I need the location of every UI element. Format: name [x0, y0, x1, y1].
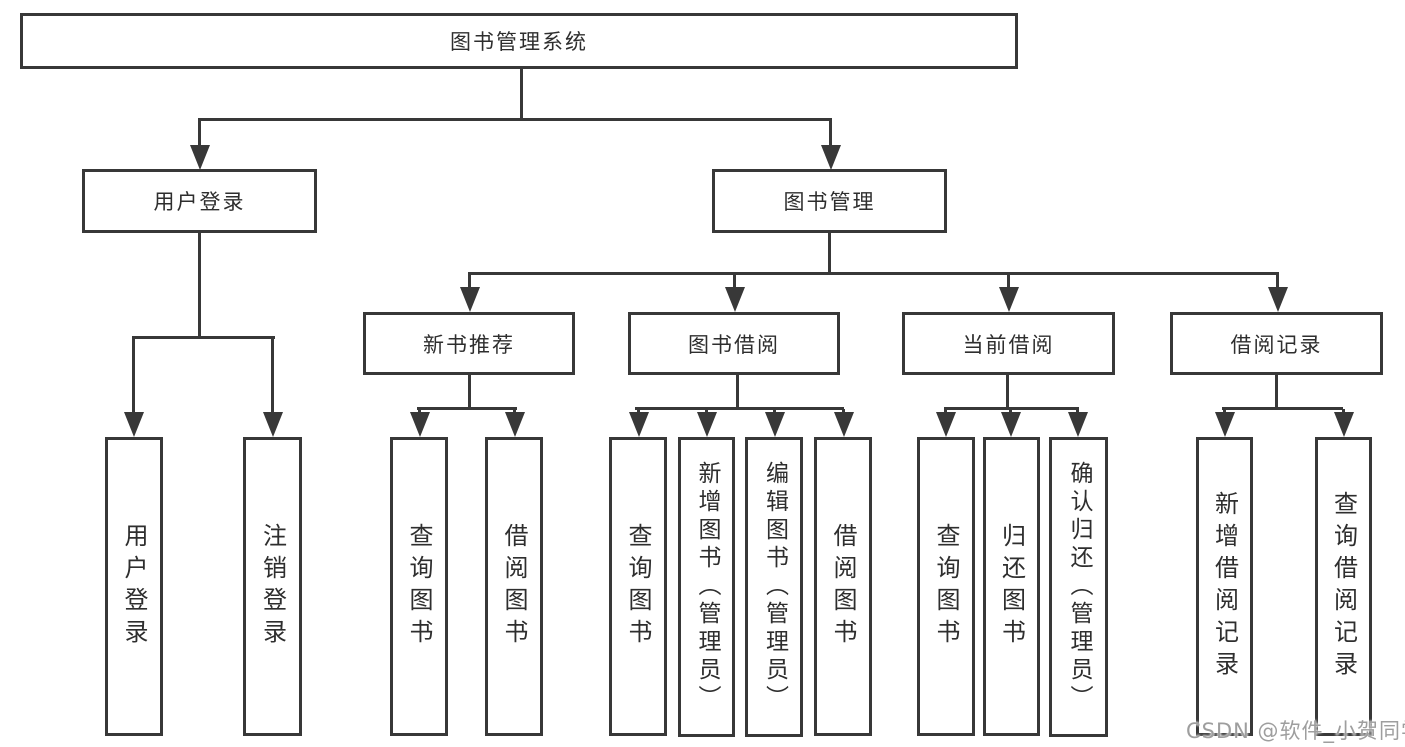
node-borrow-records: 借阅记录	[1170, 312, 1383, 375]
connector-currentborrow-hline	[944, 407, 1079, 410]
node-new-books: 新书推荐	[363, 312, 575, 375]
node-root-library-system: 图书管理系统	[20, 13, 1018, 69]
connector-records-stem	[1275, 375, 1278, 409]
connector-arrow-jy-borrow	[833, 409, 854, 437]
connector-root-stem	[520, 68, 523, 121]
leaf-xs-borrow-books: 借阅图书	[485, 437, 543, 736]
connector-arrow-jy-add	[696, 409, 717, 437]
connector-arrow-new-books	[459, 274, 480, 312]
connector-arrow-book-borrow	[724, 274, 745, 312]
node-book-mgmt: 图书管理	[712, 169, 947, 233]
leaf-xs-query-books: 查询图书	[390, 437, 448, 736]
leaf-jy-borrow-books: 借阅图书	[814, 437, 872, 736]
connector-user-stem	[198, 232, 201, 339]
connector-arrow-xs-query	[409, 409, 430, 437]
csdn-watermark: CSDN @软件_小贺同学	[1186, 719, 1405, 743]
connector-arrow-current-borrow	[998, 274, 1019, 312]
connector-newbooks-hline	[417, 407, 517, 410]
leaf-jy-edit-books-admin: 编辑图书（管理员）	[745, 437, 803, 737]
connector-newbooks-stem	[468, 375, 471, 409]
leaf-logout: 注销登录	[243, 437, 302, 736]
connector-level2-hline	[468, 272, 1279, 275]
connector-arrow-dq-return	[1000, 409, 1021, 437]
leaf-jl-query-record: 查询借阅记录	[1315, 437, 1372, 736]
node-user-login: 用户登录	[82, 169, 317, 233]
connector-arrow-dq-confirm	[1067, 409, 1088, 437]
connector-arrow-jy-edit	[764, 409, 785, 437]
connector-currentborrow-stem	[1006, 375, 1009, 409]
connector-arrow-jl-add	[1214, 409, 1235, 437]
connector-records-hline	[1222, 407, 1343, 410]
leaf-jy-add-books-admin: 新增图书（管理员）	[678, 437, 735, 737]
connector-arrow-leaf-user-login	[123, 338, 144, 437]
connector-arrow-borrow-records	[1267, 274, 1288, 312]
leaf-jy-query-books: 查询图书	[609, 437, 667, 736]
connector-arrow-book-mgmt	[820, 120, 841, 170]
connector-arrow-jy-query	[628, 409, 649, 437]
connector-user-hline	[132, 336, 275, 339]
connector-arrow-dq-query	[935, 409, 956, 437]
connector-level1-hline	[198, 118, 832, 121]
connector-mgmt-stem	[828, 233, 831, 274]
leaf-user-login: 用户登录	[105, 437, 163, 736]
connector-arrow-xs-borrow	[504, 409, 525, 437]
leaf-dq-return-books: 归还图书	[983, 437, 1040, 736]
node-book-borrow: 图书借阅	[628, 312, 840, 375]
connector-bookborrow-hline	[635, 407, 844, 410]
leaf-jl-add-record: 新增借阅记录	[1196, 437, 1253, 736]
leaf-dq-confirm-return-admin: 确认归还（管理员）	[1049, 437, 1108, 737]
connector-arrow-user-login	[189, 120, 210, 170]
leaf-dq-query-books: 查询图书	[917, 437, 975, 736]
connector-bookborrow-stem	[736, 375, 739, 409]
node-current-borrow: 当前借阅	[902, 312, 1115, 375]
connector-arrow-leaf-logout	[262, 338, 283, 437]
connector-arrow-jl-query	[1333, 409, 1354, 437]
